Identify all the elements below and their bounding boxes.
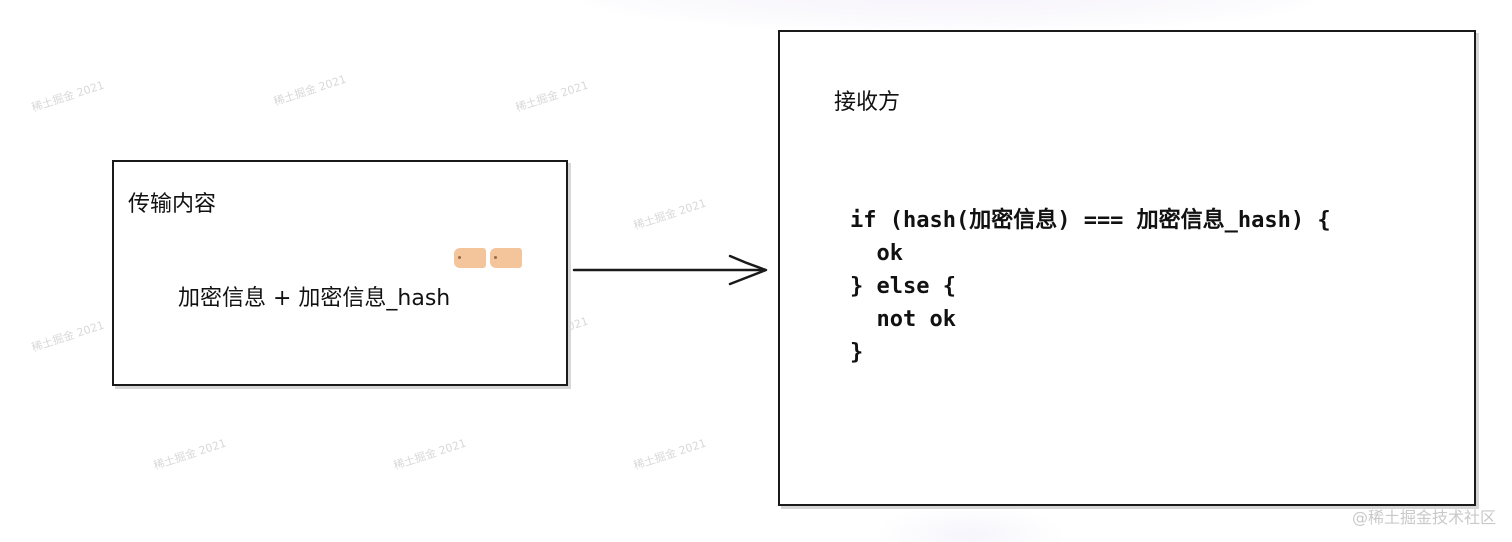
watermark: 稀土掘金 2021: [151, 436, 228, 473]
highlight-tag-right: [490, 248, 522, 268]
watermark: 稀土掘金 2021: [271, 72, 348, 109]
watermark: 稀土掘金 2021: [631, 436, 708, 473]
watermark: 稀土掘金 2021: [29, 318, 106, 355]
sender-node: 传输内容 加密信息 + 加密信息_hash: [112, 160, 568, 386]
arrow-head-icon: [728, 254, 768, 286]
receiver-code-block: if (hash(加密信息) === 加密信息_hash) { ok } else…: [850, 204, 1331, 369]
code-line: if (hash(加密信息) === 加密信息_hash) {: [850, 208, 1331, 233]
watermark: 稀土掘金 2021: [29, 78, 106, 115]
background-decoration-top: [580, 0, 1320, 30]
highlight-tag-left: [454, 248, 486, 268]
code-line: }: [850, 340, 864, 365]
sender-title: 传输内容: [128, 192, 217, 217]
receiver-node: 接收方 if (hash(加密信息) === 加密信息_hash) { ok } …: [778, 30, 1476, 506]
edge-sender-to-receiver: [572, 254, 768, 286]
highlight-marker: [454, 248, 522, 268]
code-line: ok: [850, 241, 903, 266]
background-decoration-bottom: [880, 505, 1060, 542]
sender-content: 加密信息 + 加密信息_hash: [178, 286, 451, 311]
watermark: 稀土掘金 2021: [631, 196, 708, 233]
footer-credit: @稀土掘金技术社区: [1351, 508, 1496, 527]
code-line: } else {: [850, 274, 956, 299]
watermark: 稀土掘金 2021: [513, 78, 590, 115]
watermark: 稀土掘金 2021: [391, 436, 468, 473]
receiver-title: 接收方: [834, 90, 901, 115]
code-line: not ok: [850, 307, 956, 332]
